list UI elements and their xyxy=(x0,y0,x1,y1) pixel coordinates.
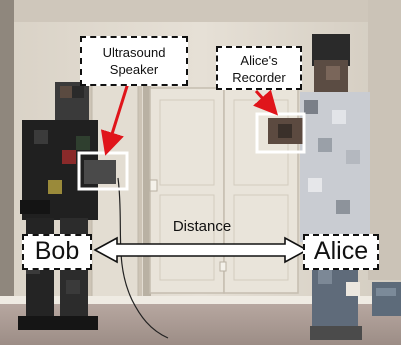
baseboard xyxy=(0,296,401,304)
equipment-panel xyxy=(376,288,396,296)
door xyxy=(91,67,139,315)
light-switch xyxy=(149,179,158,192)
recorder-label-line1: Alice's xyxy=(240,53,278,68)
recorder-pointer-arrow xyxy=(253,89,279,116)
recorder-label-line2: Recorder xyxy=(232,70,286,85)
equipment-box xyxy=(372,282,401,316)
door-edge xyxy=(143,60,151,318)
alice-name-label: Alice xyxy=(303,234,379,270)
ceiling xyxy=(0,0,401,22)
left-wall-edge xyxy=(0,0,14,345)
wall-outlet xyxy=(219,261,227,272)
closet-door-left xyxy=(149,87,225,294)
closet-panel-4 xyxy=(233,194,289,281)
bob-figure xyxy=(18,82,116,330)
closet-panel-3 xyxy=(159,194,215,281)
recorder-callout: Alice's Recorder xyxy=(216,46,302,90)
speaker-label-line1: Ultrasound xyxy=(102,45,166,60)
speaker-label-line2: Speaker xyxy=(109,62,159,77)
speaker-pointer-arrow xyxy=(100,82,130,156)
distance-label: Distance xyxy=(172,218,232,235)
speaker-cable xyxy=(117,177,169,339)
speaker-callout: Ultrasound Speaker xyxy=(80,36,188,86)
closet-panel-1 xyxy=(159,99,215,186)
recorder-highlight-box xyxy=(255,112,306,154)
bob-name-label: Bob xyxy=(22,234,92,270)
right-wall-section xyxy=(368,0,401,280)
